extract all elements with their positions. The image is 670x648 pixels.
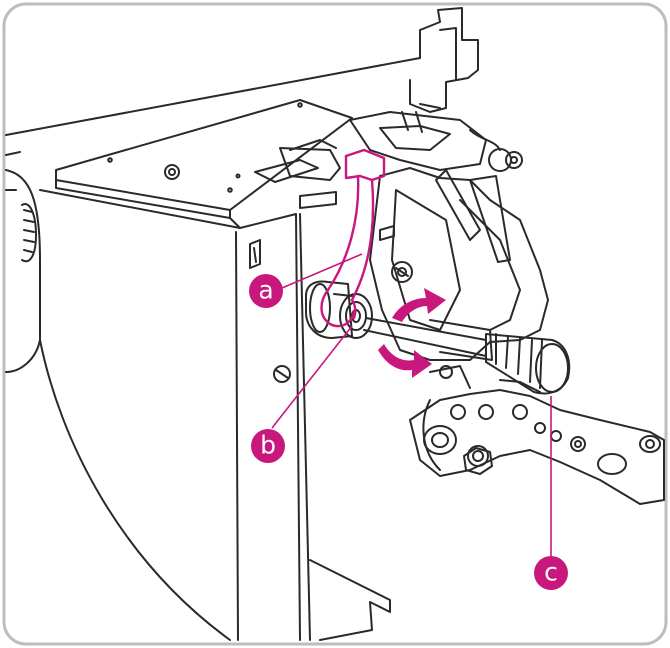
callout-c-label: c: [544, 558, 558, 587]
callout-c: c: [534, 556, 568, 590]
machine-body: [5, 7, 665, 641]
callout-leaders: [271, 253, 552, 556]
callout-b-marker: [251, 429, 285, 463]
arrow-down-icon: [378, 344, 432, 378]
callout-a: a: [249, 274, 283, 308]
callout-c-marker: [534, 556, 568, 590]
callout-b-label: b: [260, 431, 276, 460]
callout-b: b: [251, 429, 285, 463]
callout-a-label: a: [258, 276, 273, 305]
leader-b: [271, 325, 353, 429]
callout-a-marker: [249, 274, 283, 308]
leader-a: [281, 253, 363, 289]
arrow-up-icon: [392, 288, 446, 322]
rotation-arrows: [378, 288, 446, 378]
highlighted-looper: [320, 148, 386, 328]
